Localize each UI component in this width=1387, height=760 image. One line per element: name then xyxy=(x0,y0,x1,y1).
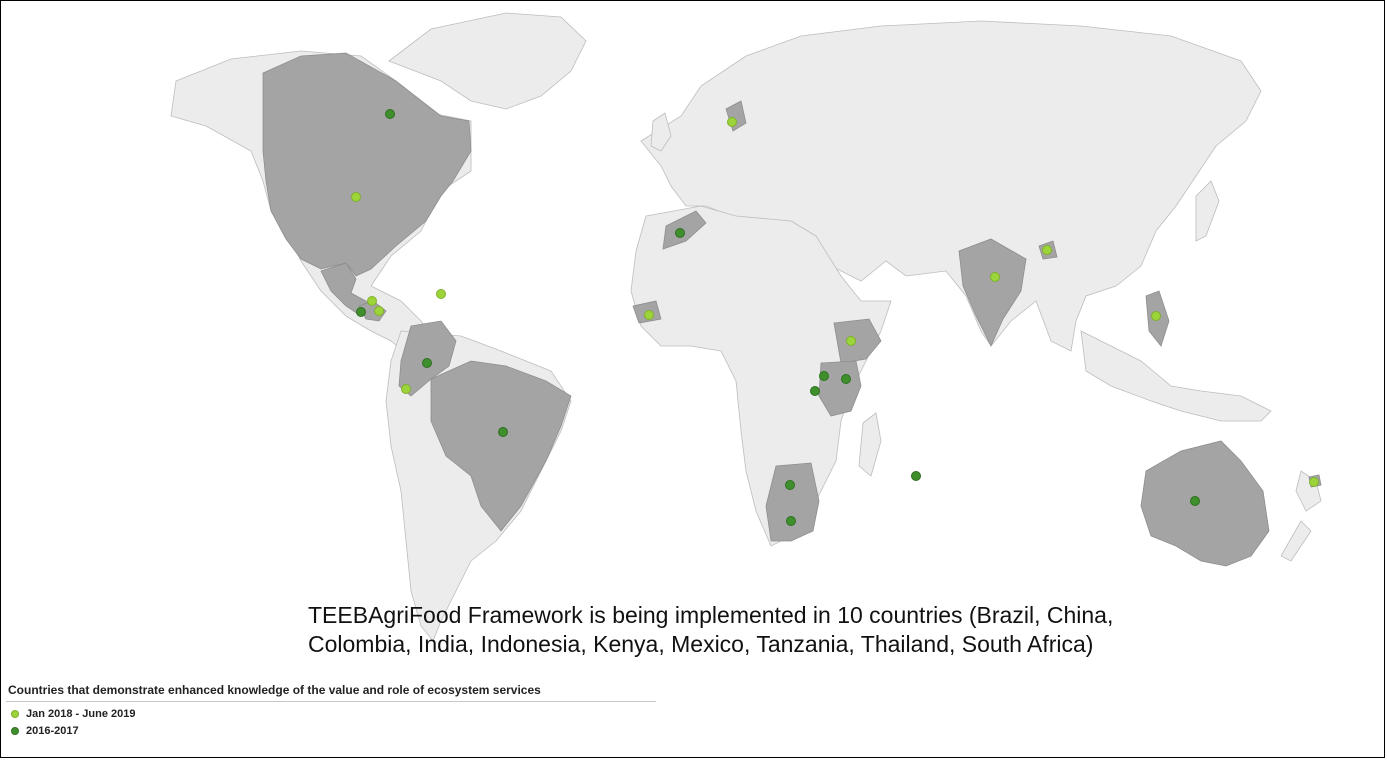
markers xyxy=(351,109,1319,526)
marker-morocco xyxy=(675,228,685,238)
marker-australia xyxy=(1190,496,1200,506)
marker-finland xyxy=(727,117,737,127)
annotation-line-1: TEEBAgriFood Framework is being implemen… xyxy=(308,602,1114,628)
legend-item-earlier: 2016-2017 xyxy=(6,722,656,739)
marker-senegal xyxy=(644,310,654,320)
marker-colombia xyxy=(422,358,432,368)
marker-bangladesh xyxy=(1042,245,1052,255)
marker-usa xyxy=(351,192,361,202)
marker-guatemala xyxy=(356,307,366,317)
greenland-shape xyxy=(388,12,587,110)
light-green-dot-icon xyxy=(11,709,19,718)
japan-shape xyxy=(1195,180,1220,242)
marker-honduras xyxy=(374,306,384,316)
legend-item-recent: Jan 2018 - June 2019 xyxy=(6,705,656,722)
maritime-asia-shape xyxy=(1080,330,1272,422)
legend-divider xyxy=(6,701,656,702)
marker-south-africa xyxy=(786,516,796,526)
marker-brazil xyxy=(498,427,508,437)
marker-canada xyxy=(385,109,395,119)
brazil-shape xyxy=(430,360,572,532)
madagascar-shape xyxy=(858,412,882,477)
legend-title: Countries that demonstrate enhanced know… xyxy=(8,683,541,697)
ethiopia-shape xyxy=(833,318,882,364)
marker-mauritius xyxy=(911,471,921,481)
marker-fiji xyxy=(1309,477,1319,487)
annotation-text: TEEBAgriFood Framework is being implemen… xyxy=(308,601,1308,659)
canada-us-shape xyxy=(262,52,472,277)
legend-label-recent: Jan 2018 - June 2019 xyxy=(26,707,136,720)
legend-label-earlier: 2016-2017 xyxy=(26,724,79,737)
morocco-shape xyxy=(662,210,707,250)
marker-rwanda xyxy=(810,386,820,396)
marker-india xyxy=(990,272,1000,282)
marker-philippines xyxy=(1151,311,1161,321)
marker-kenya xyxy=(841,374,851,384)
southern-africa-shape xyxy=(765,462,820,542)
dark-green-dot-icon xyxy=(11,726,19,735)
legend: Countries that demonstrate enhanced know… xyxy=(6,683,656,739)
uk-shape xyxy=(650,112,672,152)
marker-uganda xyxy=(819,371,829,381)
marker-botswana xyxy=(785,480,795,490)
kenya-tanzania-shape xyxy=(818,360,862,417)
annotation-line-2: Colombia, India, Indonesia, Kenya, Mexic… xyxy=(308,631,1094,657)
marker-caribbean xyxy=(436,289,446,299)
marker-mexico xyxy=(367,296,377,306)
marker-ethiopia xyxy=(846,336,856,346)
australia-shape xyxy=(1140,440,1270,567)
india-shape xyxy=(958,238,1027,347)
marker-ecuador xyxy=(401,384,411,394)
